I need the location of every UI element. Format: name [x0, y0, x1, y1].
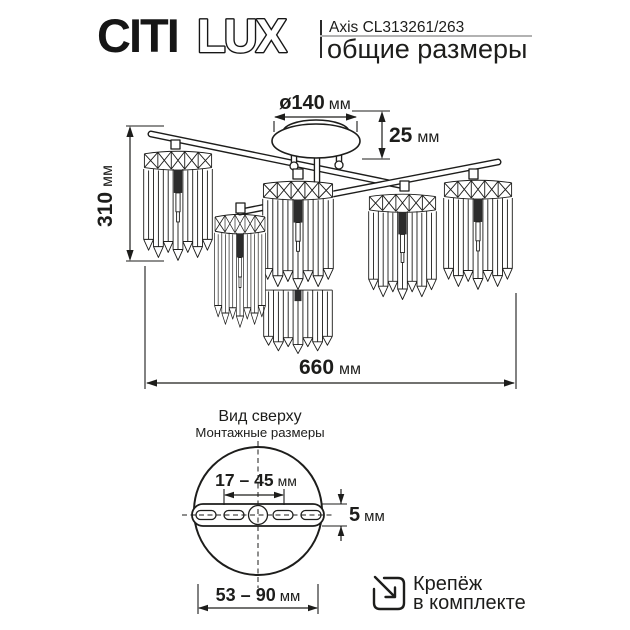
- ceiling-canopy: [271, 119, 361, 159]
- lampshade-1: [143, 150, 213, 261]
- hardware-included-text: Крепёж в комплекте: [413, 573, 526, 614]
- header: CITI LUX Axis CL313261/263 общие размеры: [0, 0, 630, 80]
- top-view-subtitle: Монтажные размеры: [195, 425, 324, 440]
- header-divider: [320, 20, 322, 58]
- header-rule: [320, 34, 532, 37]
- hardware-included-line2: в комплекте: [413, 592, 526, 614]
- lampshade-3: [262, 180, 334, 290]
- dim-fixture-height: 310мм: [94, 125, 164, 262]
- logo-text-citi: CITI: [97, 14, 178, 62]
- shade-hangers: [170, 139, 479, 214]
- top-view-title: Вид сверху: [218, 408, 301, 425]
- fixture-front-view: [143, 119, 513, 355]
- hardware-included-icon: [372, 575, 406, 611]
- lampshade-4: [368, 193, 437, 300]
- lampshade-3-lower-tier: [263, 288, 333, 355]
- logo-text-lux: LUX: [197, 14, 287, 62]
- lampshade-5: [443, 179, 513, 290]
- lampshade-2: [214, 213, 266, 328]
- hardware-included-line1: Крепёж: [413, 573, 483, 595]
- page-subtitle: общие размеры: [327, 34, 528, 64]
- dim-fixture-height-label: 310мм: [94, 165, 117, 227]
- citilux-logo: CITI LUX: [97, 14, 290, 62]
- product-code: Axis CL313261/263: [329, 19, 465, 36]
